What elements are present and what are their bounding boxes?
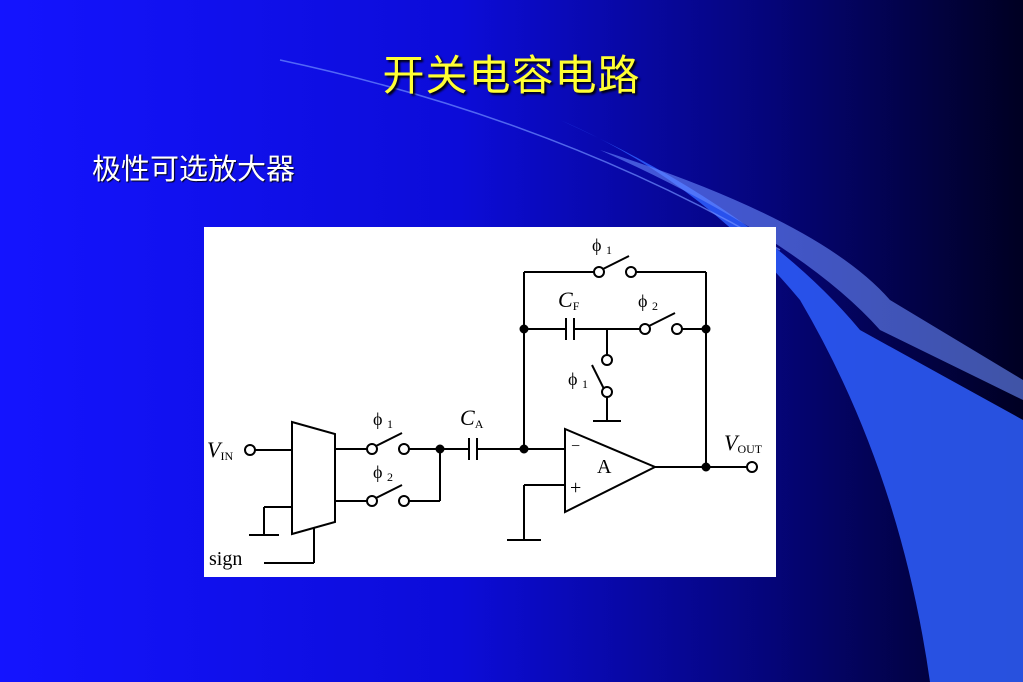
phi2-input-switch-left (366, 495, 378, 507)
phi1-top-label: ϕ 1 (592, 235, 612, 257)
phi1-top-switch-left (593, 266, 605, 278)
slide-subtitle: 极性可选放大器 (92, 152, 296, 186)
phi1-input-switch-right (398, 443, 410, 455)
phi1-reset-label: ϕ 1 (568, 369, 588, 391)
opamp-plus-label: + (570, 477, 582, 499)
phi2-input-switch-right (398, 495, 410, 507)
phi1-input-switch-left (366, 443, 378, 455)
phi1-top-switch-blade (602, 255, 630, 270)
phi1-input-label: ϕ 1 (373, 409, 393, 431)
phi1-reset-switch-top (601, 354, 613, 366)
sign-label: sign (209, 548, 243, 570)
ca-label: CA (460, 405, 484, 431)
phi2-feedback-switch-blade (648, 312, 676, 327)
cf-label: CF (558, 287, 580, 313)
multiplexer-block (291, 420, 336, 536)
phi2-feedback-switch-right (671, 323, 683, 335)
vout-terminal (746, 461, 758, 473)
circuit-schematic (244, 255, 758, 564)
opamp-minus-label: − (571, 438, 581, 455)
vout-label: VOUT (724, 430, 763, 456)
phi2-input-switch-blade (375, 484, 403, 499)
vin-label: VIN (207, 437, 234, 463)
phi2-feedback-switch-left (639, 323, 651, 335)
phi1-input-switch-blade (375, 432, 403, 447)
phi1-reset-switch-blade (591, 364, 605, 390)
cf-right-node-dot (701, 324, 711, 334)
circuit-diagram-panel: VIN VOUT CA CF ϕ 1 ϕ 2 ϕ 1 ϕ 1 ϕ 2 A − +… (204, 227, 776, 577)
phi1-reset-switch-bottom (601, 386, 613, 398)
phi1-top-switch-right (625, 266, 637, 278)
phi2-feedback-label: ϕ 2 (638, 291, 658, 313)
phi2-input-label: ϕ 2 (373, 462, 393, 484)
opamp-gain-label: A (597, 456, 612, 478)
opamp-triangle (564, 427, 658, 514)
slide-title: 开关电容电路 (382, 51, 641, 100)
vin-terminal (244, 444, 256, 456)
